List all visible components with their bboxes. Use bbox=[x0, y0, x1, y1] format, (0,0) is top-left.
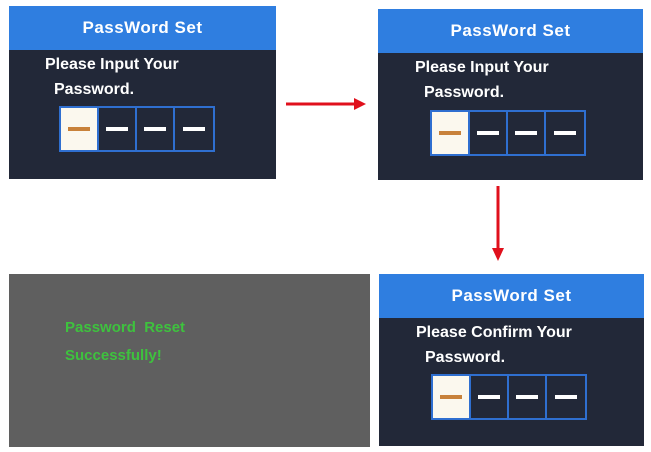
prompt-text: Please Input Your Password. bbox=[9, 52, 276, 102]
pin-digit-3[interactable] bbox=[509, 376, 547, 418]
pin-digit-1[interactable] bbox=[61, 108, 99, 150]
pin-digit-1[interactable] bbox=[433, 376, 471, 418]
pin-entry[interactable] bbox=[430, 110, 586, 156]
pin-dash bbox=[439, 131, 461, 135]
pin-digit-2[interactable] bbox=[99, 108, 137, 150]
prompt-text: Please Input Your Password. bbox=[378, 55, 643, 105]
success-message: Password Reset Successfully! bbox=[65, 314, 185, 370]
screen-title: PassWord Set bbox=[378, 9, 643, 53]
pin-digit-3[interactable] bbox=[137, 108, 175, 150]
pin-digit-1[interactable] bbox=[432, 112, 470, 154]
pin-dash bbox=[554, 131, 576, 135]
pin-dash bbox=[144, 127, 166, 131]
prompt-line-2: Password. bbox=[54, 81, 135, 98]
pin-dash bbox=[477, 131, 499, 135]
prompt-text: Please Confirm Your Password. bbox=[379, 320, 644, 370]
pin-dash bbox=[183, 127, 205, 131]
success-line-1: Password Reset bbox=[65, 319, 186, 336]
pin-dash bbox=[555, 395, 577, 399]
pin-entry[interactable] bbox=[59, 106, 215, 152]
pin-digit-2[interactable] bbox=[471, 376, 509, 418]
arrow-right-icon bbox=[286, 98, 366, 110]
pin-digit-3[interactable] bbox=[508, 112, 546, 154]
pin-digit-4[interactable] bbox=[175, 108, 213, 150]
pin-dash bbox=[515, 131, 537, 135]
prompt-line-1: Please Confirm Your bbox=[416, 324, 572, 341]
pin-digit-4[interactable] bbox=[547, 376, 585, 418]
pin-dash bbox=[440, 395, 462, 399]
prompt-line-1: Please Input Your bbox=[45, 56, 179, 73]
pin-dash bbox=[478, 395, 500, 399]
password-screen-confirm: PassWord Set Please Confirm Your Passwor… bbox=[379, 274, 644, 446]
pin-dash bbox=[516, 395, 538, 399]
pin-digit-2[interactable] bbox=[470, 112, 508, 154]
success-line-2: Successfully! bbox=[65, 347, 162, 364]
password-screen-input-2: PassWord Set Please Input Your Password. bbox=[378, 9, 643, 180]
screen-title: PassWord Set bbox=[9, 6, 276, 50]
pin-dash bbox=[106, 127, 128, 131]
password-screen-input-1: PassWord Set Please Input Your Password. bbox=[9, 6, 276, 179]
screen-title: PassWord Set bbox=[379, 274, 644, 318]
prompt-line-1: Please Input Your bbox=[415, 59, 549, 76]
prompt-line-2: Password. bbox=[425, 349, 506, 366]
arrow-down-icon bbox=[492, 186, 504, 261]
pin-digit-4[interactable] bbox=[546, 112, 584, 154]
password-reset-result-screen: Password Reset Successfully! bbox=[9, 274, 370, 447]
prompt-line-2: Password. bbox=[424, 84, 505, 101]
pin-dash bbox=[68, 127, 90, 131]
pin-entry[interactable] bbox=[431, 374, 587, 420]
